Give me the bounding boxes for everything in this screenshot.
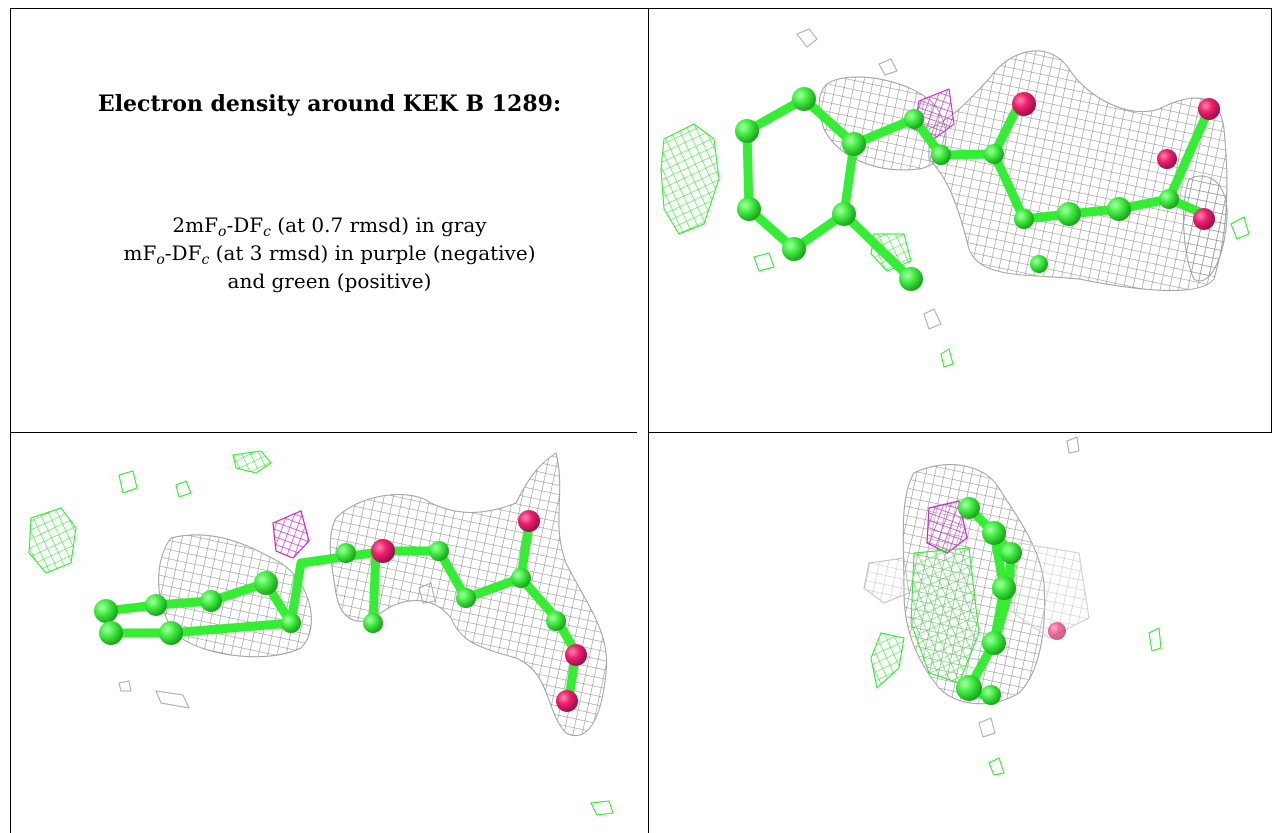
table-border-left bbox=[10, 8, 11, 833]
table-border-top bbox=[10, 8, 1272, 9]
view-top-right bbox=[660, 28, 1250, 368]
view-bottom-right bbox=[863, 436, 1162, 776]
table-border-right bbox=[1271, 8, 1272, 433]
table-border-center bbox=[648, 8, 649, 833]
view-bottom-left bbox=[28, 450, 614, 816]
caption-line-2mfo: 2mFo-DFc (at 0.7 rmsd) in gray bbox=[172, 213, 487, 240]
caption-title: Electron density around KEK B 1289: bbox=[97, 91, 562, 117]
table-border-middle-left bbox=[10, 432, 637, 433]
caption-line-mfo: mFo-DFc (at 3 rmsd) in purple (negative) bbox=[123, 241, 536, 268]
caption-cell: Electron density around KEK B 1289: 2mFo… bbox=[11, 9, 648, 432]
caption-line-3: and green (positive) bbox=[227, 269, 432, 293]
table-border-middle-right bbox=[649, 432, 1271, 433]
